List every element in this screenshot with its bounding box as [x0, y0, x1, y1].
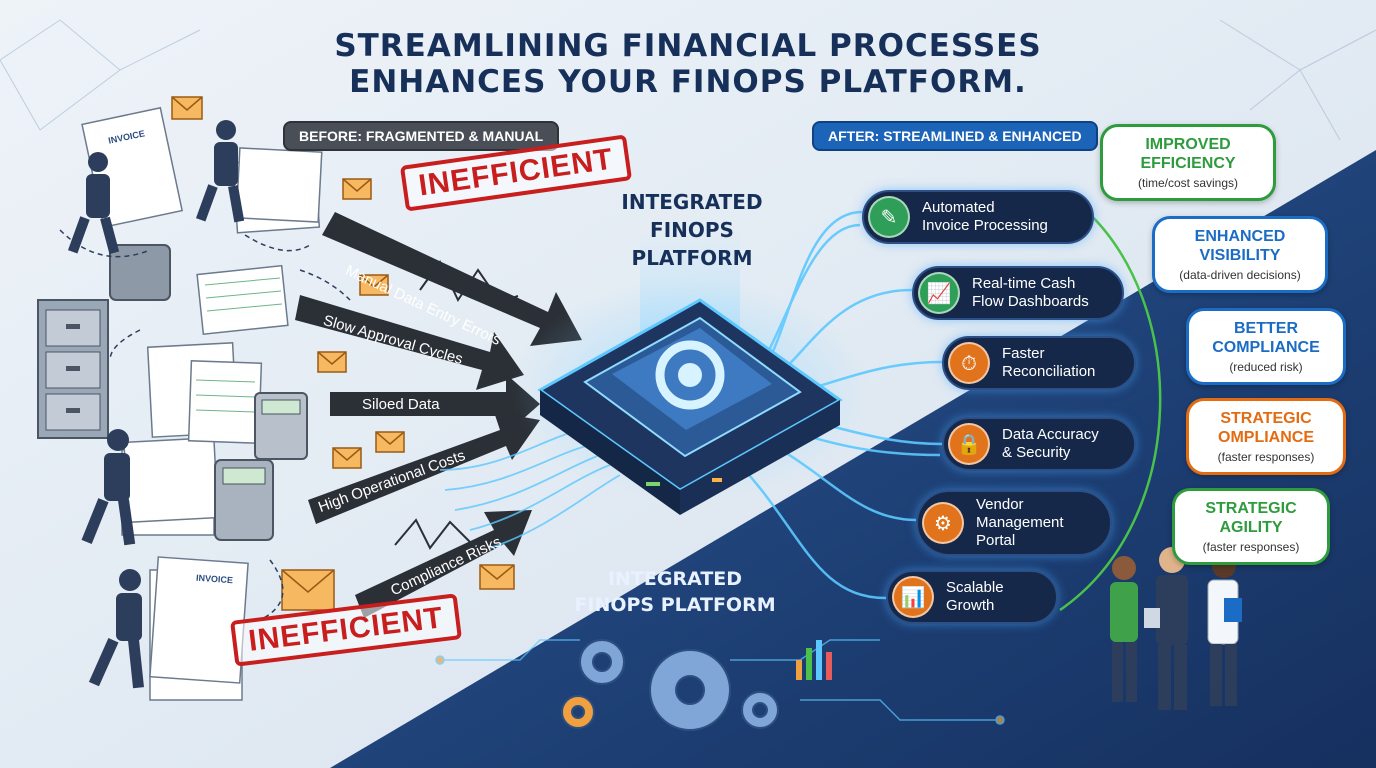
feature-faster-reconciliation: ⏱ Faster Reconciliation	[942, 336, 1136, 390]
title-line-2: ENHANCES YOUR FINOPS PLATFORM.	[349, 64, 1027, 100]
benefit-subtitle: (faster responses)	[1217, 450, 1315, 464]
file-cabinet	[37, 299, 109, 439]
growth-chart-icon: 📊	[892, 576, 934, 618]
speed-icon: ⏱	[948, 342, 990, 384]
envelope-icons	[171, 96, 515, 611]
platform-chip	[510, 230, 870, 515]
gear-globe-icon: ⚙	[922, 502, 964, 544]
feature-label: Vendor Management Portal	[976, 496, 1064, 549]
feature-label: Data Accuracy & Security	[1002, 426, 1099, 461]
network-lines-left	[0, 19, 201, 131]
feature-scalable-growth: 📊 Scalable Growth	[886, 570, 1058, 624]
benefit-title: STRATEGIC AGILITY	[1205, 500, 1297, 536]
gear-graphics	[561, 639, 779, 731]
feature-automated-invoice: ✎ Automated Invoice Processing	[862, 190, 1094, 244]
calculator-icons	[109, 244, 308, 541]
benefit-arc	[1059, 204, 1162, 612]
zigzag-lines	[394, 260, 519, 550]
network-lines-right	[1219, 19, 1376, 141]
benefit-title: STRATEGIC OMPLIANCE	[1218, 410, 1314, 446]
chart-icon: 📈	[918, 272, 960, 314]
feature-cash-flow-dashboards: 📈 Real-time Cash Flow Dashboards	[912, 266, 1124, 320]
document-edit-icon: ✎	[868, 196, 910, 238]
feature-label: Faster Reconciliation	[1002, 345, 1096, 380]
feature-vendor-portal: ⚙ Vendor Management Portal	[916, 490, 1112, 556]
platform-label-bottom: INTEGRATED FINOPS PLATFORM	[540, 566, 810, 618]
feature-data-accuracy-security: 🔒 Data Accuracy & Security	[942, 417, 1136, 471]
benefit-subtitle: (data-driven decisions)	[1179, 268, 1301, 282]
benefit-enhanced-visibility: ENHANCED VISIBILITY (data-driven decisio…	[1152, 216, 1328, 293]
platform-label-top: INTEGRATED FINOPS PLATFORM	[582, 188, 802, 272]
benefit-subtitle: (reduced risk)	[1229, 360, 1303, 374]
platform-label-top-text: INTEGRATED FINOPS PLATFORM	[621, 190, 763, 270]
mini-bar-chart	[796, 640, 832, 680]
benefit-better-compliance: BETTER COMPLIANCE (reduced risk)	[1186, 308, 1346, 385]
platform-label-bottom-text: INTEGRATED FINOPS PLATFORM	[574, 568, 776, 616]
business-team	[1110, 547, 1242, 710]
feature-label: Scalable Growth	[946, 579, 1004, 614]
feature-label: Real-time Cash Flow Dashboards	[972, 275, 1089, 310]
benefit-title: ENHANCED VISIBILITY	[1194, 228, 1286, 264]
title-line-1: STREAMLINING FINANCIAL PROCESSES	[334, 28, 1042, 64]
spreadsheet-lines	[195, 277, 283, 413]
benefit-title: BETTER COMPLIANCE	[1212, 320, 1320, 356]
feature-label: Automated Invoice Processing	[922, 199, 1048, 234]
problem-arrows	[295, 212, 582, 618]
benefit-subtitle: (faster responses)	[1202, 540, 1300, 554]
worker-figures	[67, 120, 245, 689]
circuit-lines	[435, 639, 1005, 725]
benefit-strategic-ompliance: STRATEGIC OMPLIANCE (faster responses)	[1186, 398, 1346, 475]
before-label: BEFORE: FRAGMENTED & MANUAL	[283, 121, 560, 151]
shield-lock-icon: 🔒	[948, 423, 990, 465]
paper-stacks	[81, 106, 323, 701]
benefit-strategic-agility: STRATEGIC AGILITY (faster responses)	[1172, 488, 1330, 565]
benefit-subtitle: (time/cost savings)	[1137, 176, 1239, 190]
benefit-improved-efficiency: IMPROVED EFFICIENCY (time/cost savings)	[1100, 124, 1276, 201]
benefit-title: IMPROVED EFFICIENCY	[1140, 136, 1236, 172]
after-label: AFTER: STREAMLINED & ENHANCED	[812, 121, 1098, 151]
